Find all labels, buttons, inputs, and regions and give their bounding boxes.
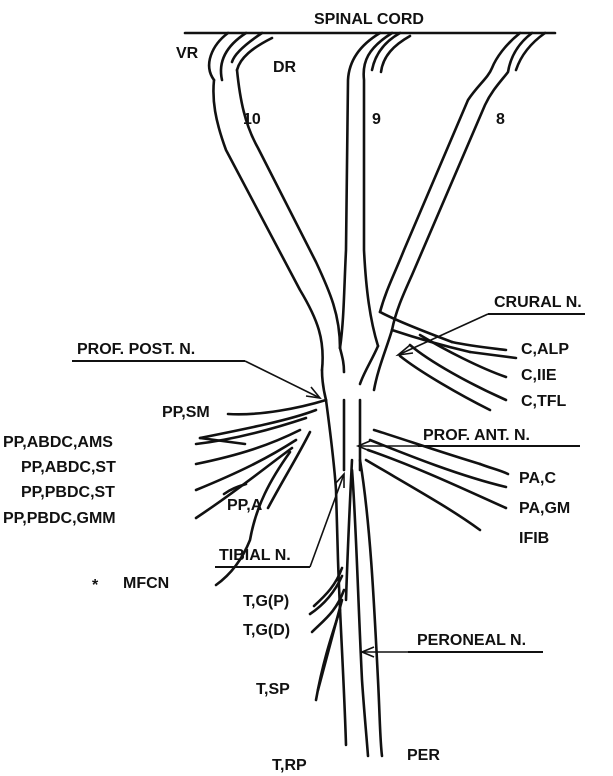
pa-gm-label: PA,GM: [519, 500, 570, 517]
peroneal-arrow: [362, 647, 408, 657]
nerve-9-label: 9: [372, 111, 381, 128]
vr-label: VR: [176, 45, 199, 62]
ifib-label: IFIB: [519, 530, 549, 547]
spinal-nerve-10: [209, 33, 340, 370]
pa-c-label: PA,C: [519, 470, 556, 487]
pp-a-label: PP,A: [227, 497, 263, 514]
c-alp-label: C,ALP: [521, 341, 569, 358]
spinal-nerve-9: [340, 33, 410, 348]
pp-sm-label: PP,SM: [162, 404, 210, 421]
per-label: PER: [407, 747, 440, 764]
pp-abdc-ams-label: PP,ABDC,AMS: [3, 434, 113, 451]
tibial-label: TIBIAL N.: [219, 547, 291, 564]
t-gd-label: T,G(D): [243, 622, 290, 639]
pp-abdc-st-label: PP,ABDC,ST: [21, 459, 116, 476]
prof-post-label: PROF. POST. N.: [77, 341, 195, 358]
prof-ant-label: PROF. ANT. N.: [423, 427, 530, 444]
pp-pbdc-gmm-label: PP,PBDC,GMM: [3, 510, 116, 527]
spinal-nerve-8: [380, 33, 545, 330]
nerve-8-label: 8: [496, 111, 505, 128]
pp-pbdc-st-label: PP,PBDC,ST: [21, 484, 115, 501]
prof-post-arrow: [245, 361, 320, 398]
nerve-10-label: 10: [243, 111, 261, 128]
spinal-cord-label: SPINAL CORD: [314, 11, 424, 28]
crural-label: CRURAL N.: [494, 294, 582, 311]
mfcn-label: MFCN: [123, 575, 169, 592]
central-trunk: [326, 400, 382, 756]
peroneal-label: PERONEAL N.: [417, 632, 526, 649]
dr-label: DR: [273, 59, 297, 76]
t-rp-label: T,RP: [272, 757, 307, 774]
t-gp-label: T,G(P): [243, 593, 289, 610]
mfcn-asterisk: *: [92, 577, 99, 594]
c-tfl-label: C,TFL: [521, 393, 567, 410]
c-iie-label: C,IIE: [521, 367, 557, 384]
t-sp-label: T,SP: [256, 681, 290, 698]
